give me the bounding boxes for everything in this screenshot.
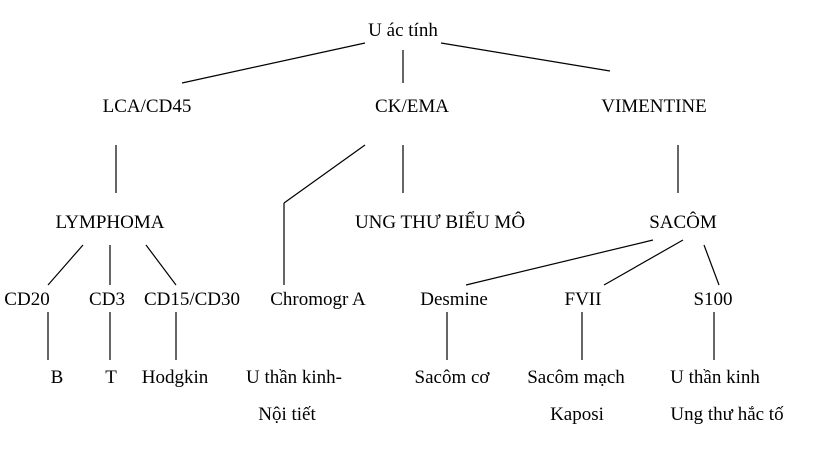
node-result-nerve-line2: Ung thư hắc tố xyxy=(670,404,784,425)
edge-sarcoma-fvii xyxy=(603,239,684,286)
edge-sarcoma-s100 xyxy=(703,244,720,286)
edge-sarcoma-desmine xyxy=(465,239,654,286)
node-marker-ck: CK/EMA xyxy=(375,96,449,117)
node-marker-lca: LCA/CD45 xyxy=(103,96,192,117)
edge-ck-chromogr-a xyxy=(283,144,366,204)
node-result-vascular-line1: Sacôm mạch xyxy=(527,367,625,388)
node-result-nerve-line1: U thần kinh xyxy=(670,367,760,388)
node-result-neuro-line2: Nội tiết xyxy=(258,404,316,425)
edge-root-vim xyxy=(440,42,611,72)
node-result-b: B xyxy=(51,367,64,388)
node-group-carcinoma: UNG THƯ BIỂU MÔ xyxy=(355,211,525,233)
edge-lymphoma-cd20 xyxy=(47,244,84,286)
node-group-lymphoma: LYMPHOMA xyxy=(56,212,165,233)
node-result-hodgkin: Hodgkin xyxy=(142,367,209,388)
node-subtype-fvii: FVII xyxy=(565,289,602,310)
node-subtype-cd15-cd30: CD15/CD30 xyxy=(144,289,240,310)
node-subtype-chromogr: Chromogr A xyxy=(270,289,366,310)
node-subtype-desmine: Desmine xyxy=(420,289,488,310)
node-subtype-s100: S100 xyxy=(693,289,732,310)
node-result-muscle: Sacôm cơ xyxy=(415,367,491,388)
node-result-t: T xyxy=(105,367,117,388)
node-group-sarcoma: SACÔM xyxy=(649,211,717,233)
node-result-neuro-line1: U thần kinh- xyxy=(246,367,342,388)
node-result-vascular-line2: Kaposi xyxy=(550,404,604,425)
edge-root-lca xyxy=(181,42,366,84)
node-subtype-cd20: CD20 xyxy=(4,289,49,310)
node-marker-vimentine: VIMENTINE xyxy=(601,96,707,117)
node-root: U ác tính xyxy=(368,20,438,41)
node-subtype-cd3: CD3 xyxy=(89,289,125,310)
edge-lymphoma-cd15 xyxy=(145,244,177,286)
